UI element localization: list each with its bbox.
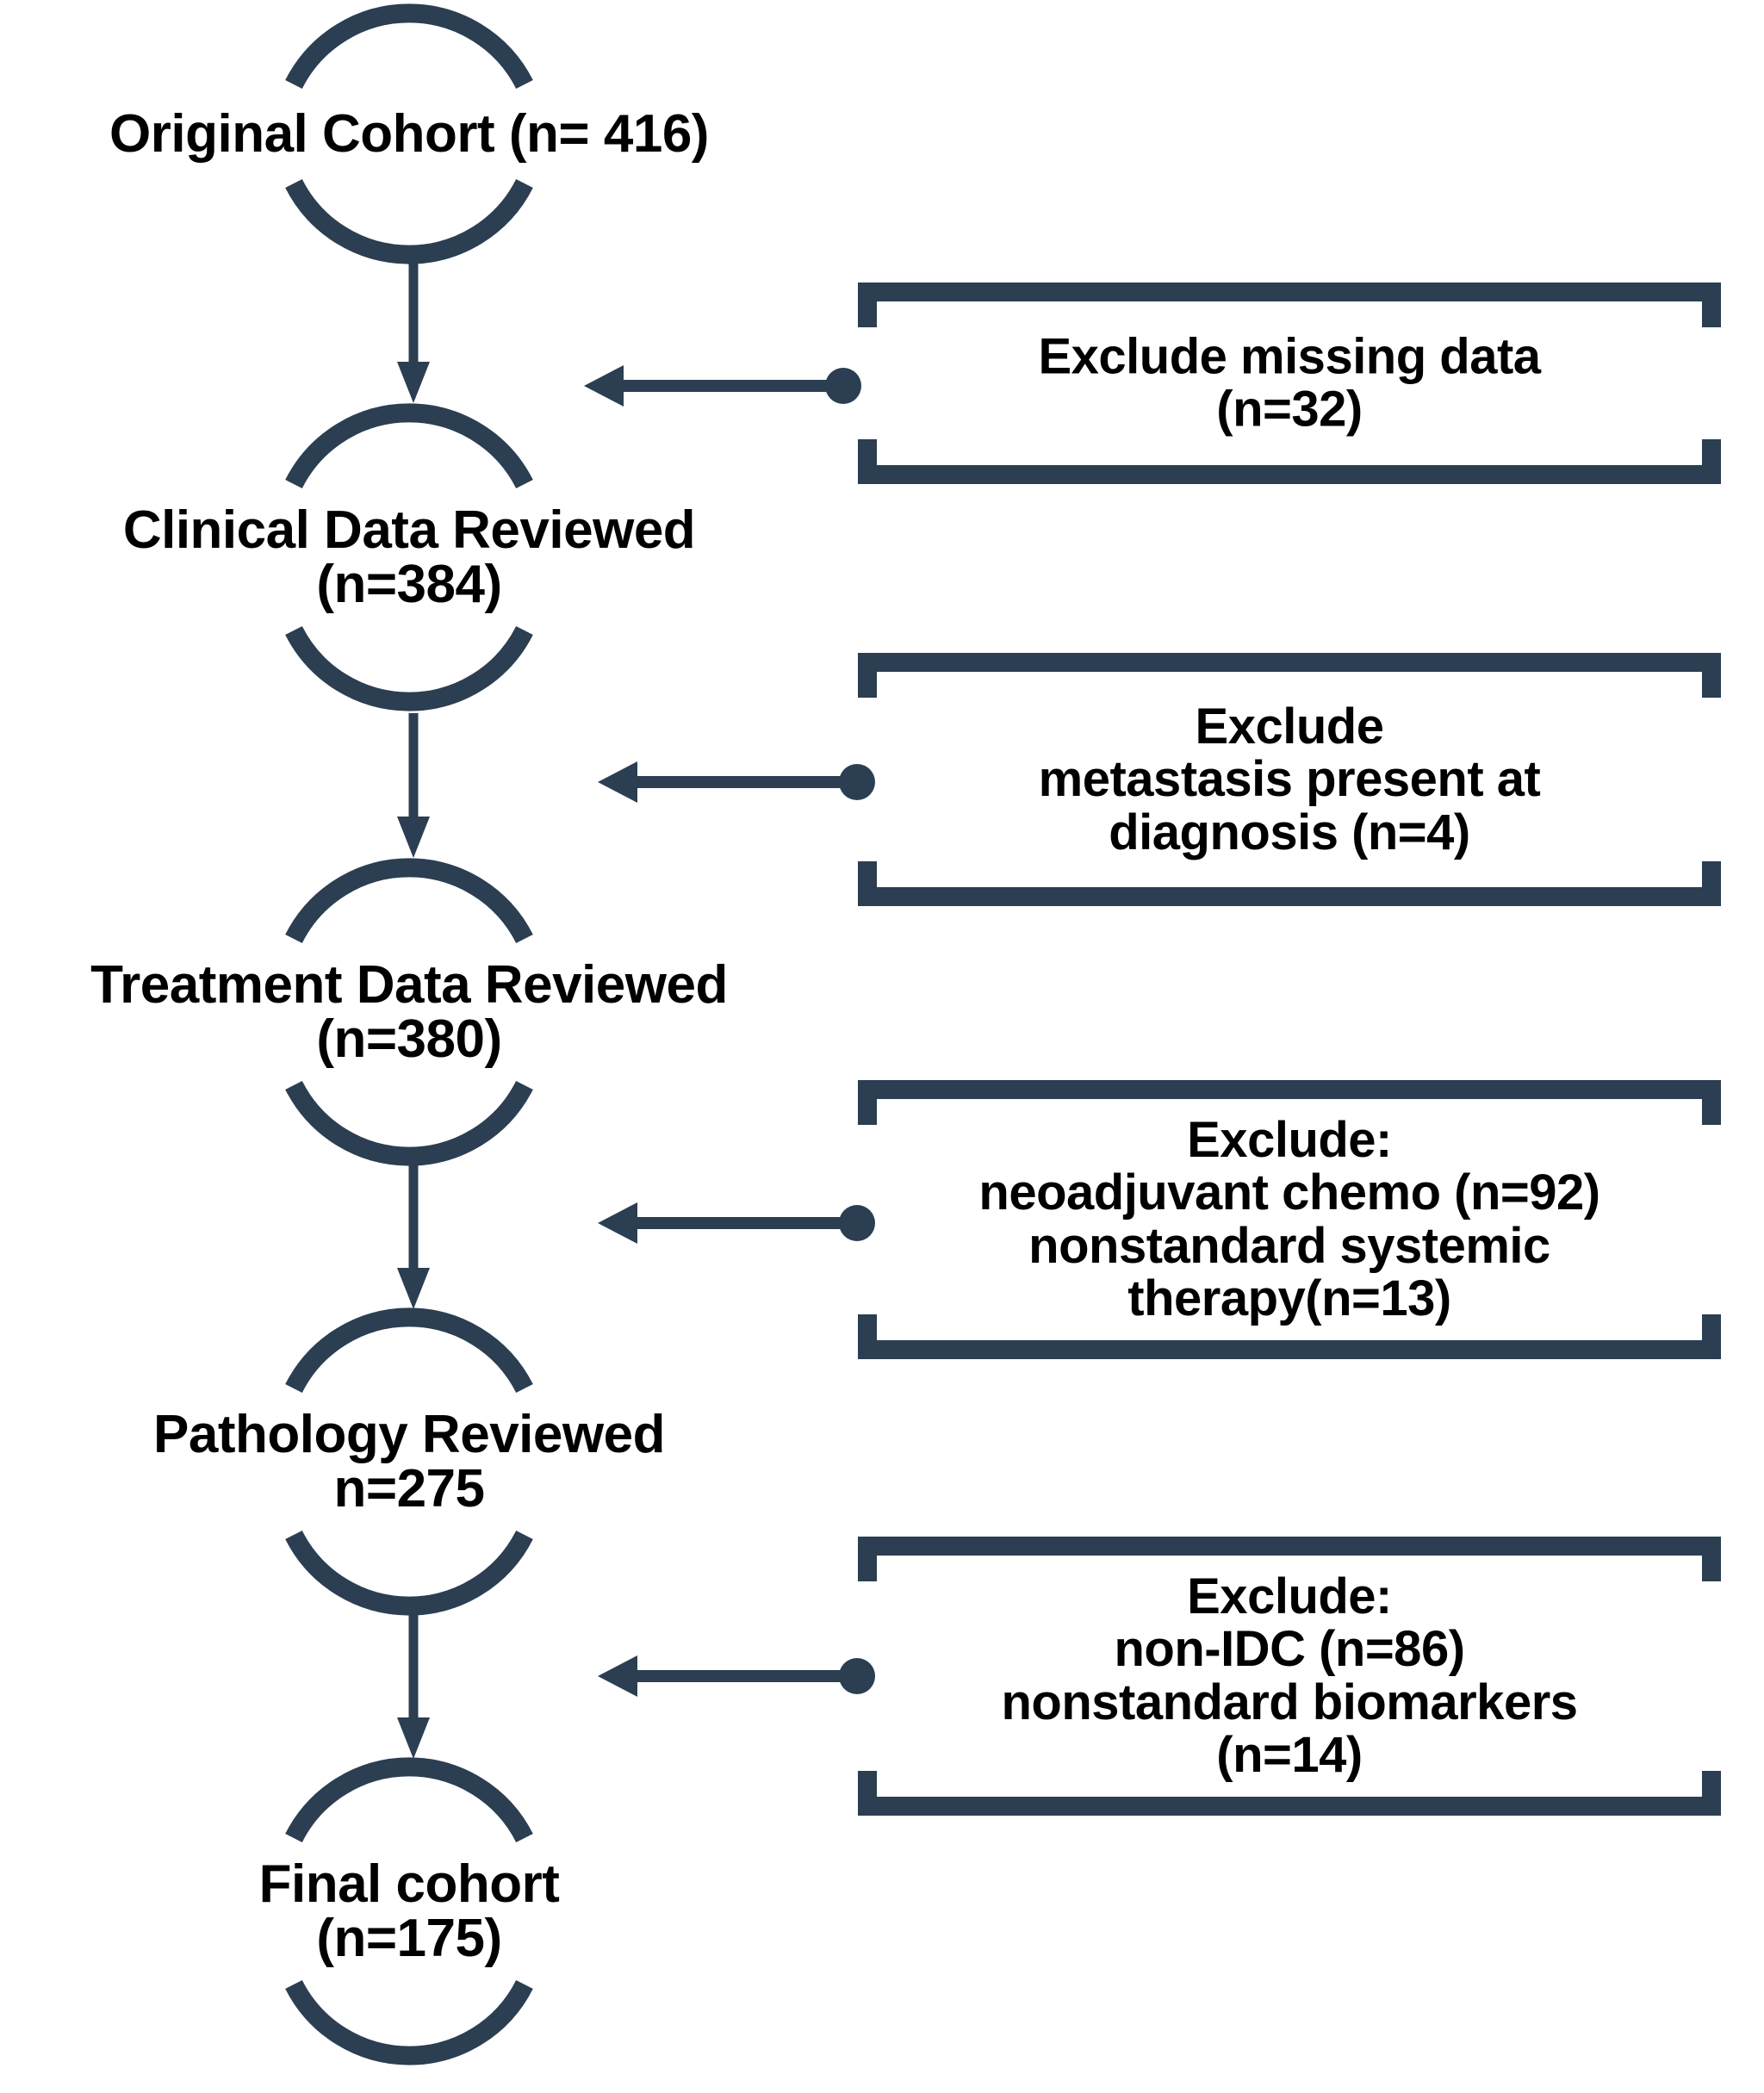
node-label-line1: Pathology Reviewed [153,1405,665,1464]
node-label-line1: Clinical Data Reviewed [122,500,696,560]
bracket-frame-icon [858,1537,1721,1816]
node-top-arc-icon [285,858,533,943]
bracket-frame-icon [858,653,1721,906]
exclusion-text-missing-data: Exclude missing data (n=32) [853,328,1726,438]
arrow-clinical-to-treatment [397,713,430,858]
exclusion-line1: Exclude: [1187,1112,1392,1169]
node-bottom-arc-icon [285,1531,533,1616]
node-label-line1: Original Cohort (n= 416) [109,104,709,164]
exclusion-line4: (n=14) [1216,1727,1363,1784]
node-treatment-data-reviewed: Treatment Data Reviewed (n=380) [0,858,818,1166]
bracket-frame-icon [858,1080,1721,1359]
node-original-cohort: Original Cohort (n= 416) [0,3,818,264]
exclusion-line1: Exclude missing data [1038,328,1541,385]
exclusion-line1: Exclude [1195,698,1384,755]
exclusion-box-neoadjuvant-chemo: Exclude: neoadjuvant chemo (n=92) nonsta… [853,1075,1726,1364]
exclusion-line3: diagnosis (n=4) [1109,804,1470,860]
exclusion-line2: (n=32) [1216,382,1363,438]
node-top-arc-icon [285,1757,533,1842]
exclusion-box-non-idc: Exclude: non-IDC (n=86) nonstandard biom… [853,1531,1726,1821]
exclusion-line4: therapy(n=13) [1127,1270,1451,1327]
node-final-cohort: Final cohort (n=175) [0,1757,818,2065]
node-bottom-arc-icon [285,1081,533,1166]
node-label-line1: Treatment Data Reviewed [90,955,728,1015]
node-label-line2: (n=384) [316,555,502,615]
exclusion-line2: neoadjuvant chemo (n=92) [978,1165,1600,1221]
node-top-arc-icon [285,1307,533,1393]
connector-non-idc [598,1655,875,1697]
node-label-line2: n=275 [333,1459,485,1519]
exclusion-line1: Exclude: [1187,1568,1392,1625]
node-bottom-arc-icon [285,179,533,264]
connector-metastasis [598,761,875,803]
node-bottom-arc-icon [285,1980,533,2065]
exclusion-line2: non-IDC (n=86) [1114,1621,1465,1678]
node-clinical-data-reviewed: Clinical Data Reviewed (n=384) [0,403,818,711]
connector-neoadjuvant-chemo [598,1202,875,1244]
node-top-arc-icon [285,3,533,89]
node-bottom-arc-icon [285,626,533,711]
arrow-treatment-to-pathology [397,1165,430,1309]
node-label-line1: Final cohort [258,1854,560,1914]
node-label-line2: (n=175) [316,1909,502,1969]
exclusion-text-metastasis: Exclude metastasis present at diagnosis … [853,698,1726,860]
arrow-original-to-clinical [397,258,430,403]
connector-missing-data [584,365,861,407]
exclusion-text-non-idc: Exclude: non-IDC (n=86) nonstandard biom… [853,1570,1726,1782]
node-label-line2: (n=380) [316,1009,502,1070]
exclusion-box-metastasis: Exclude metastasis present at diagnosis … [853,648,1726,911]
exclusion-line2: metastasis present at [1038,751,1541,808]
bracket-frame-icon [858,283,1721,484]
arrow-pathology-to-final [397,1614,430,1759]
exclusion-box-missing-data: Exclude missing data (n=32) [853,277,1726,489]
node-top-arc-icon [285,403,533,488]
exclusion-text-neoadjuvant-chemo: Exclude: neoadjuvant chemo (n=92) nonsta… [853,1114,1726,1326]
exclusion-line3: nonstandard systemic [1028,1218,1550,1274]
node-pathology-reviewed: Pathology Reviewed n=275 [0,1307,818,1616]
exclusion-line3: nonstandard biomarkers [1001,1674,1578,1730]
